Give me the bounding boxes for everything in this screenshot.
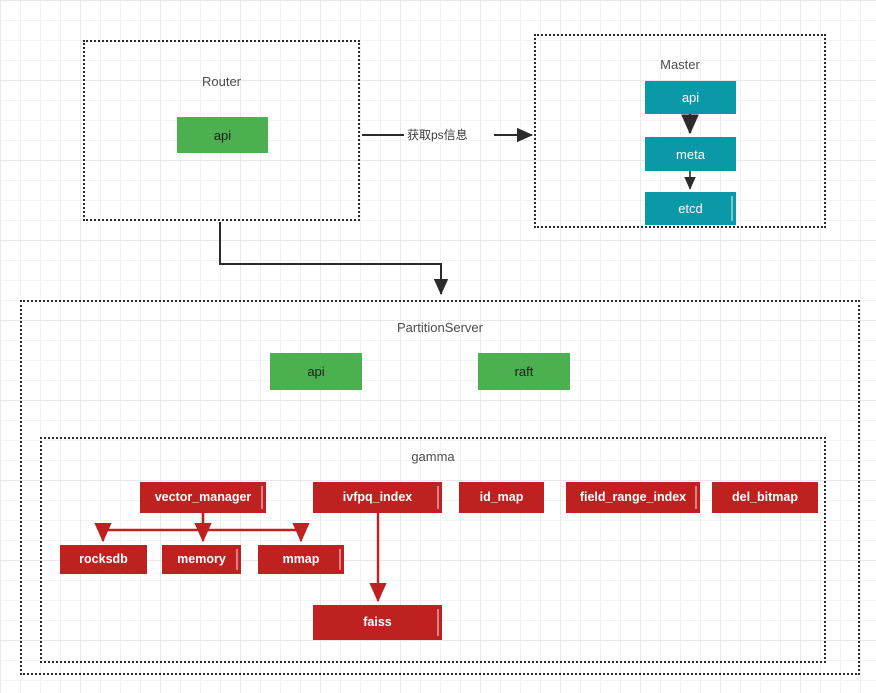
group-gamma[interactable]: gamma bbox=[40, 437, 826, 663]
edge-router-to-partition-server bbox=[219, 222, 449, 295]
group-master-title: Master bbox=[660, 57, 700, 72]
edge-label-router-to-master: 获取ps信息 bbox=[406, 128, 469, 142]
node-vector-manager[interactable]: vector_manager bbox=[140, 482, 266, 513]
node-master-meta[interactable]: meta bbox=[645, 137, 736, 171]
node-faiss[interactable]: faiss bbox=[313, 605, 442, 640]
node-ps-raft[interactable]: raft bbox=[478, 353, 570, 390]
node-del-bitmap[interactable]: del_bitmap bbox=[712, 482, 818, 513]
node-ivfpq-index[interactable]: ivfpq_index bbox=[313, 482, 442, 513]
node-master-api[interactable]: api bbox=[645, 81, 736, 114]
node-router-api[interactable]: api bbox=[177, 117, 268, 153]
group-partition-server-title: PartitionServer bbox=[397, 320, 483, 335]
node-memory[interactable]: memory bbox=[162, 545, 241, 574]
node-ps-api[interactable]: api bbox=[270, 353, 362, 390]
group-gamma-title: gamma bbox=[411, 449, 455, 464]
group-partition-server[interactable]: PartitionServer bbox=[20, 300, 860, 675]
node-master-etcd[interactable]: etcd bbox=[645, 192, 736, 225]
node-mmap[interactable]: mmap bbox=[258, 545, 344, 574]
group-master[interactable]: Master bbox=[534, 34, 826, 228]
group-router-title: Router bbox=[201, 74, 242, 89]
node-rocksdb[interactable]: rocksdb bbox=[60, 545, 147, 574]
group-router[interactable]: Router bbox=[83, 40, 360, 221]
node-id-map[interactable]: id_map bbox=[459, 482, 544, 513]
node-field-range-index[interactable]: field_range_index bbox=[566, 482, 700, 513]
